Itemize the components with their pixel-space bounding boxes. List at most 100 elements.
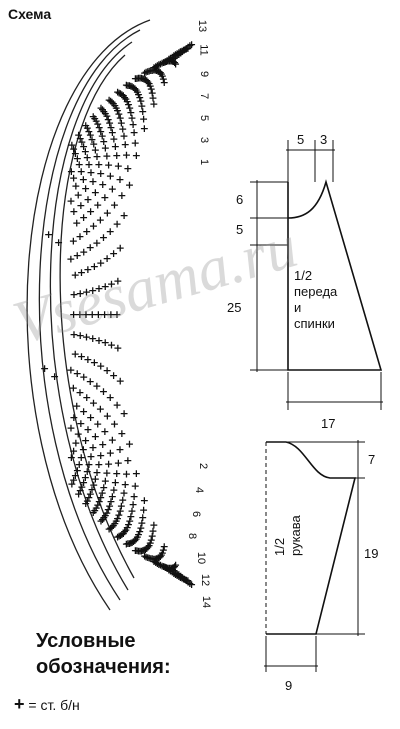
stitch-plus-icon: + <box>96 125 105 138</box>
stitch-plus-icon: + <box>99 511 108 524</box>
stitch-plus-icon: + <box>69 411 78 424</box>
scheme-title: Схема <box>8 6 52 22</box>
stitch-plus-icon: + <box>77 480 86 493</box>
stitch-plus-icon: + <box>98 438 107 451</box>
stitch-plus-icon: + <box>113 342 122 355</box>
stitch-plus-icon: + <box>146 64 155 77</box>
stitch-plus-icon: + <box>88 308 97 321</box>
stitch-plus-icon: + <box>99 105 108 118</box>
stitch-plus-icon: + <box>94 308 103 321</box>
stitch-plus-icon: + <box>102 149 111 162</box>
stitch-plus-icon: + <box>112 308 121 321</box>
body-label-line: переда <box>294 284 338 299</box>
stitch-plus-icon: + <box>153 552 162 565</box>
stitch-plus-icon: + <box>106 225 115 238</box>
stitch-plus-icon: + <box>122 537 131 550</box>
stitch-plus-icon: + <box>72 217 81 230</box>
stitch-plus-icon: + <box>77 136 86 149</box>
stitch-plus-icon: + <box>82 331 91 344</box>
stitch-plus-icon: + <box>86 205 95 218</box>
stitch-plus-icon: + <box>101 474 110 487</box>
stitch-plus-icon: + <box>144 539 153 552</box>
stitch-plus-icon: + <box>135 72 144 85</box>
stitch-plus-icon: + <box>163 562 172 575</box>
stitch-plus-icon: + <box>69 142 78 155</box>
stitch-plus-icon: + <box>149 518 158 531</box>
stitch-plus-icon: + <box>172 47 181 60</box>
stitch-plus-icon: + <box>131 136 140 149</box>
stitch-plus-icon: + <box>148 86 157 99</box>
stitch-plus-icon: + <box>179 44 188 57</box>
stitch-plus-icon: + <box>98 513 107 526</box>
stitch-plus-icon: + <box>137 72 146 85</box>
stitch-plus-icon: + <box>159 560 168 573</box>
stitch-plus-icon: + <box>86 375 95 388</box>
stitch-plus-icon: + <box>73 464 82 477</box>
stitch-plus-icon: + <box>72 400 81 413</box>
stitch-plus-icon: + <box>108 182 117 195</box>
stitch-plus-icon: + <box>92 115 101 128</box>
stitch-plus-icon: + <box>144 77 153 90</box>
stitch-plus-icon: + <box>123 79 132 92</box>
stitch-plus-icon: + <box>166 562 175 575</box>
stitch-plus-icon: + <box>129 81 138 94</box>
stitch-plus-icon: + <box>69 205 78 218</box>
stitch-plus-icon: + <box>114 456 123 469</box>
stitch-plus-icon: + <box>152 64 161 77</box>
stitch-plus-icon: + <box>106 447 115 460</box>
stitch-plus-icon: + <box>90 260 99 273</box>
stitch-plus-icon: + <box>100 191 109 204</box>
stitch-plus-icon: + <box>69 172 78 185</box>
stitch-plus-icon: + <box>153 557 162 570</box>
stitch-plus-icon: + <box>75 158 84 171</box>
stitch-plus-icon: + <box>181 42 190 55</box>
stitch-plus-icon: + <box>107 96 116 109</box>
stitch-plus-icon: + <box>101 107 110 120</box>
stitch-plus-icon: + <box>127 111 136 124</box>
stitch-plus-icon: + <box>115 173 124 186</box>
stitch-plus-icon: + <box>108 434 117 447</box>
stitch-plus-icon: + <box>114 108 123 121</box>
stitch-plus-icon: + <box>96 167 105 180</box>
stitch-plus-icon: + <box>76 329 85 342</box>
stitch-plus-icon: + <box>101 336 110 349</box>
stitch-plus-icon: + <box>140 550 149 563</box>
stitch-plus-icon: + <box>132 72 141 85</box>
stitch-plus-icon: + <box>179 572 188 585</box>
stitch-plus-icon: + <box>75 386 84 399</box>
stitch-plus-icon: + <box>166 51 175 64</box>
stitch-plus-icon: + <box>91 186 100 199</box>
stitch-plus-icon: + <box>112 218 121 231</box>
stitch-plus-icon: + <box>100 308 109 321</box>
sleeve-label-line: рукава <box>288 515 303 556</box>
stitch-plus-icon: + <box>187 578 196 591</box>
stitch-plus-icon: + <box>79 140 88 153</box>
stitch-plus-icon: + <box>71 348 80 361</box>
stitch-plus-icon: + <box>117 88 126 101</box>
stitch-plus-icon: + <box>74 129 83 142</box>
stitch-plus-icon: + <box>99 385 108 398</box>
stitch-plus-icon: + <box>153 59 162 72</box>
stitch-plus-icon: + <box>82 286 91 299</box>
stitch-plus-icon: + <box>145 65 154 78</box>
stitch-plus-icon: + <box>187 38 196 51</box>
stitch-plus-icon: + <box>185 577 194 590</box>
stitch-plus-icon: + <box>86 129 95 142</box>
stitch-plus-icon: + <box>83 423 92 436</box>
stitch-plus-icon: + <box>81 471 90 484</box>
stitch-plus-icon: + <box>96 256 105 269</box>
stitch-plus-icon: + <box>102 252 111 265</box>
stitch-plus-icon: + <box>86 241 95 254</box>
stitch-plus-icon: + <box>90 112 99 125</box>
stitch-plus-icon: + <box>125 537 134 550</box>
stitch-plus-icon: + <box>140 122 149 135</box>
stitch-plus-icon: + <box>92 380 101 393</box>
stitch-plus-icon: + <box>91 143 100 156</box>
stitch-plus-icon: + <box>71 436 80 449</box>
stitch-plus-icon: + <box>91 473 100 486</box>
stitch-plus-icon: + <box>86 166 95 179</box>
legend-title-line: Условные <box>36 630 136 652</box>
stitch-plus-icon: + <box>138 511 147 524</box>
stitch-plus-icon: + <box>148 525 157 538</box>
stitch-plus-icon: + <box>102 110 111 123</box>
